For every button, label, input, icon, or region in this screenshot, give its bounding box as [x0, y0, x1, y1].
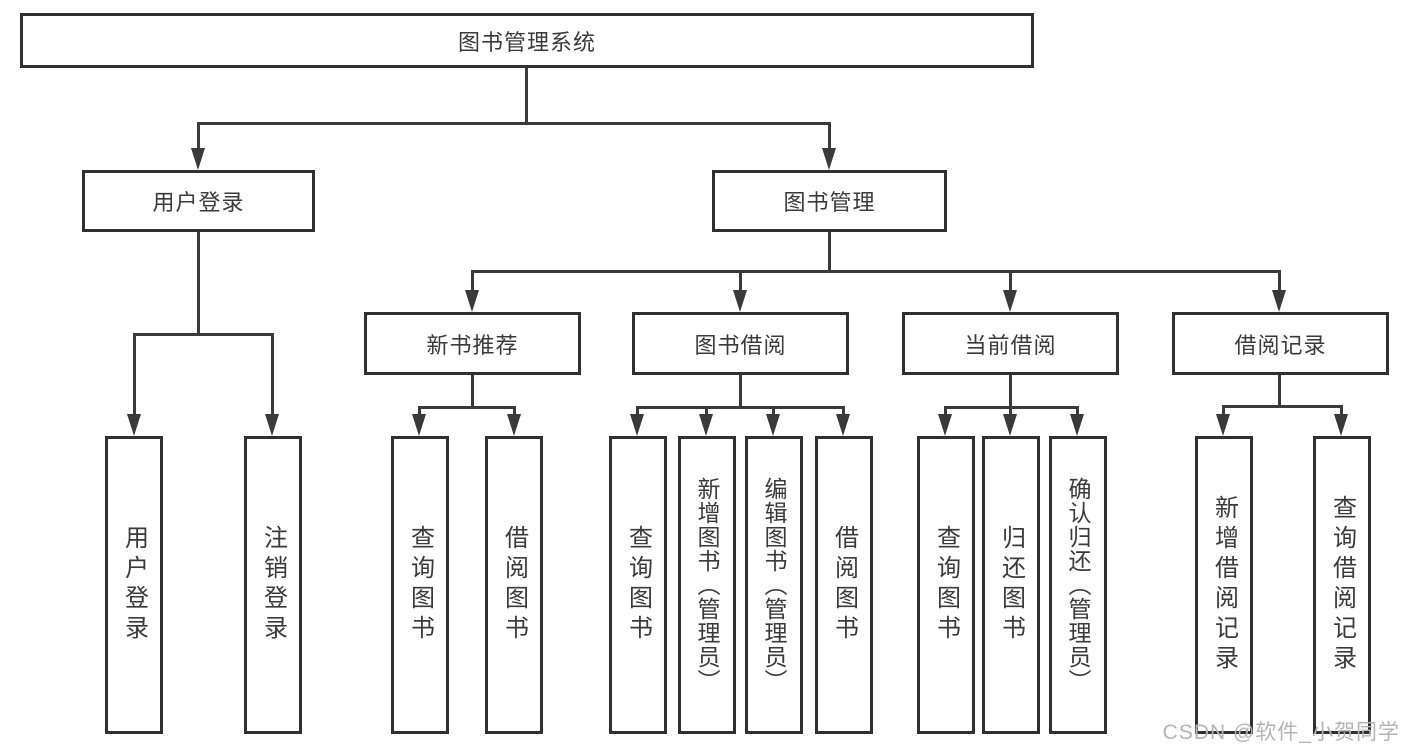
node-label: 借阅记录: [1234, 332, 1327, 358]
arrowhead-icon: [766, 414, 780, 436]
leaf-confirm-return-admin: 确认归还（管理员）: [1049, 436, 1107, 734]
connector-drop-current: [1009, 270, 1012, 290]
node-book-borrowing: 图书借阅: [632, 312, 849, 375]
leaf-query-borrow-record: 查询借阅记录: [1313, 436, 1371, 734]
connector-drop-logout: [271, 333, 274, 414]
arrowhead-icon: [699, 414, 713, 436]
connector-user-login-stem: [197, 232, 200, 333]
leaf-label: 新增借阅记录: [1210, 495, 1238, 675]
leaf-label: 归还图书: [997, 525, 1025, 645]
connector-drop: [772, 406, 775, 416]
connector-borrowing-split: [636, 406, 844, 409]
arrowhead-icon: [265, 414, 279, 436]
connector-drop: [1340, 405, 1343, 416]
leaf-label: 查询图书: [932, 525, 960, 645]
connector-drop-borrow: [739, 270, 742, 290]
node-label: 图书管理系统: [457, 29, 596, 55]
arrowhead-icon: [412, 414, 426, 436]
connector-drop: [705, 406, 708, 416]
node-borrow-records: 借阅记录: [1172, 312, 1389, 375]
arrowhead-icon: [836, 414, 850, 436]
connector-records-stem: [1278, 375, 1281, 408]
leaf-label: 用户登录: [120, 525, 148, 645]
leaf-label: 借阅图书: [830, 525, 858, 645]
connector-drop-user-login: [197, 122, 200, 150]
leaf-label: 借阅图书: [500, 525, 528, 645]
leaf-user-login: 用户登录: [105, 436, 163, 734]
connector-drop: [842, 406, 845, 416]
connector-drop: [636, 406, 639, 416]
leaf-label: 新增图书（管理员）: [694, 477, 720, 693]
csdn-watermark: CSDN @软件_小贺同学: [1162, 721, 1400, 744]
connector-current-stem: [1009, 375, 1012, 409]
node-new-book-recommend: 新书推荐: [364, 312, 581, 375]
leaf-query-books: 查询图书: [391, 436, 449, 734]
arrowhead-icon: [1003, 414, 1017, 436]
connector-book-mgmt-stem: [828, 232, 831, 272]
connector-recommend-split: [418, 406, 516, 409]
node-book-management: 图书管理: [712, 170, 947, 232]
node-label: 图书管理: [783, 190, 876, 215]
arrowhead-icon: [630, 414, 644, 436]
arrowhead-icon: [1272, 290, 1286, 312]
connector-drop: [418, 406, 421, 416]
leaf-label: 查询图书: [406, 525, 434, 645]
connector-drop-login: [133, 333, 136, 414]
connector-recommend-stem: [471, 375, 474, 409]
leaf-edit-books-admin: 编辑图书（管理员）: [745, 436, 803, 734]
arrowhead-icon: [191, 148, 205, 170]
connector-drop-records: [1278, 270, 1281, 290]
connector-drop: [1009, 406, 1012, 416]
node-label: 用户登录: [152, 190, 245, 215]
leaf-query-books: 查询图书: [609, 436, 667, 734]
leaf-borrow-books: 借阅图书: [485, 436, 543, 734]
leaf-label: 查询借阅记录: [1328, 495, 1356, 675]
arrowhead-icon: [1070, 414, 1084, 436]
leaf-return-books: 归还图书: [982, 436, 1040, 734]
arrowhead-icon: [127, 414, 141, 436]
arrowhead-icon: [1334, 414, 1348, 436]
arrowhead-icon: [1216, 414, 1230, 436]
connector-drop: [944, 406, 947, 416]
leaf-add-books-admin: 新增图书（管理员）: [678, 436, 736, 734]
connector-drop-new-books: [471, 270, 474, 290]
node-user-login: 用户登录: [82, 170, 315, 232]
arrowhead-icon: [938, 414, 952, 436]
connector-book-mgmt-split: [471, 270, 1281, 273]
arrowhead-icon: [507, 414, 521, 436]
connector-records-split: [1222, 405, 1342, 408]
connector-borrowing-stem: [739, 375, 742, 409]
leaf-borrow-books: 借阅图书: [815, 436, 873, 734]
connector-drop: [1222, 405, 1225, 416]
node-root-library-system: 图书管理系统: [20, 13, 1034, 68]
leaf-label: 确认归还（管理员）: [1065, 477, 1091, 693]
node-label: 图书借阅: [694, 332, 787, 358]
arrowhead-icon: [465, 290, 479, 312]
node-label: 新书推荐: [426, 332, 519, 358]
leaf-label: 编辑图书（管理员）: [761, 477, 787, 693]
leaf-logout: 注销登录: [244, 436, 302, 734]
arrowhead-icon: [822, 148, 836, 170]
leaf-add-borrow-record: 新增借阅记录: [1195, 436, 1253, 734]
node-current-borrowing: 当前借阅: [902, 312, 1119, 375]
connector-root-stem: [525, 68, 528, 124]
connector-drop: [513, 406, 516, 416]
connector-user-login-split: [133, 333, 274, 336]
connector-root-split: [197, 122, 831, 125]
arrowhead-icon: [733, 290, 747, 312]
connector-drop-book-mgmt: [828, 122, 831, 150]
arrowhead-icon: [1003, 290, 1017, 312]
node-label: 当前借阅: [964, 332, 1057, 358]
connector-drop: [1076, 406, 1079, 416]
leaf-label: 注销登录: [259, 525, 287, 645]
leaf-label: 查询图书: [624, 525, 652, 645]
leaf-query-books: 查询图书: [917, 436, 975, 734]
